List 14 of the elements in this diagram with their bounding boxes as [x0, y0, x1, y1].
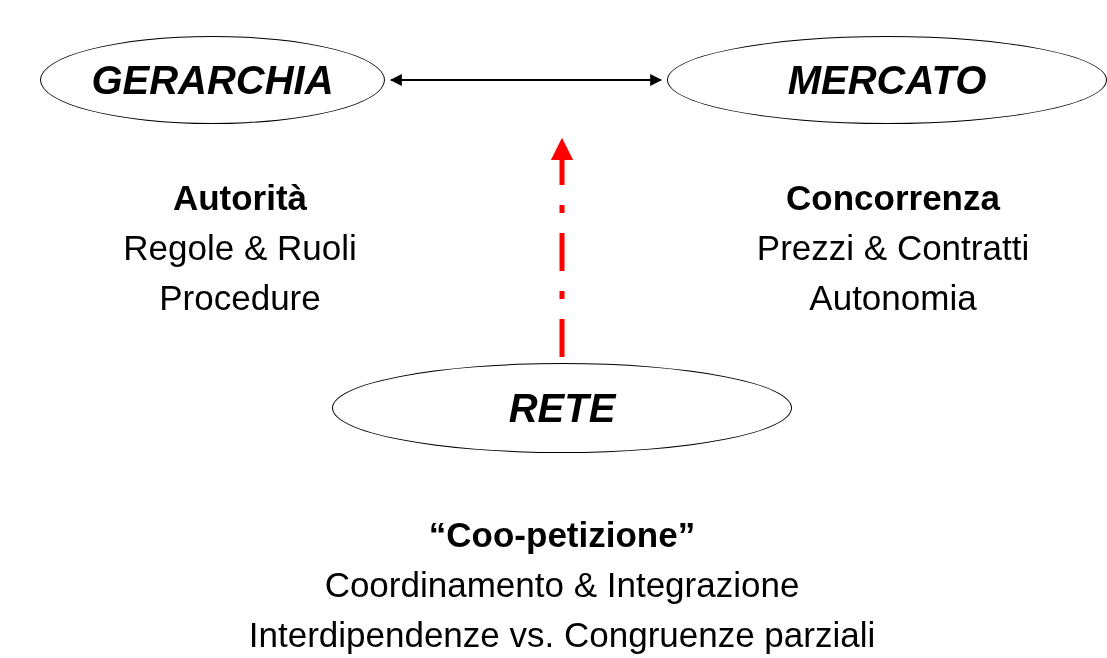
node-label: MERCATO	[787, 57, 987, 103]
arrow	[389, 74, 663, 86]
caption-text: Regole & Ruoli	[123, 227, 357, 269]
arrow	[550, 137, 574, 357]
caption-text: Prezzi & Contratti	[756, 227, 1030, 269]
node-label: RETE	[508, 385, 616, 431]
node-label: GERARCHIA	[91, 57, 334, 103]
caption-text: Interdipendenze vs. Congruenze parziali	[248, 614, 876, 656]
caption-heading: Autorità	[172, 177, 308, 219]
caption-heading: “Coo-petizione”	[428, 514, 696, 556]
caption-text: Coordinamento & Integrazione	[324, 564, 800, 606]
caption-text: Autonomia	[809, 277, 977, 319]
caption-text: Procedure	[159, 277, 321, 319]
caption-heading: Concorrenza	[786, 177, 1000, 219]
